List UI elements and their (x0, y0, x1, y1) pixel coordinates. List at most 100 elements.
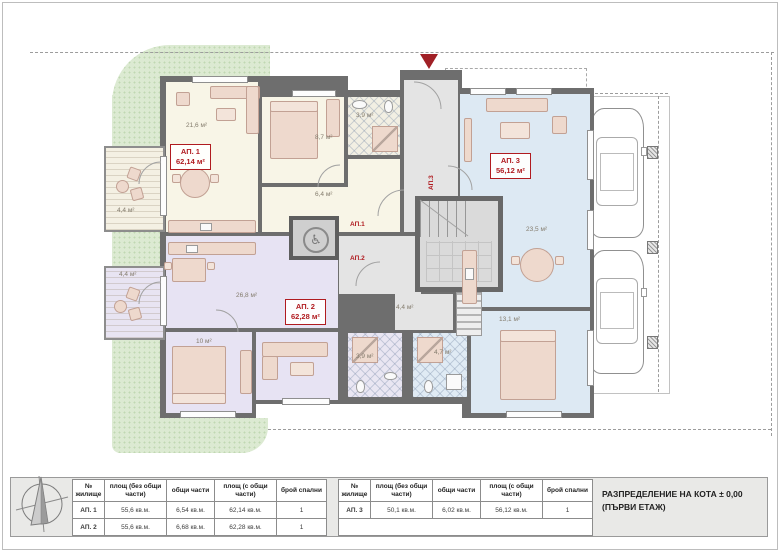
cell-area-net: 50,1 кв.м. (370, 501, 433, 519)
furniture-sofa (246, 86, 259, 134)
terrace-door (160, 156, 167, 216)
furniture-tv-unit (464, 118, 472, 162)
apartment-area: 56,12 м² (496, 166, 525, 176)
furniture-pillow (500, 330, 556, 342)
elevator-shaft: ♿ (289, 216, 339, 260)
room-area-label: 4,7 м² (434, 349, 452, 356)
furniture-pillow (270, 101, 318, 112)
apartment-name: АП. 2 (295, 302, 315, 311)
property-line-bottom (268, 429, 771, 430)
car-mirror (641, 147, 647, 157)
window (587, 330, 594, 386)
window (180, 411, 236, 418)
col-header: № жилище (338, 479, 371, 502)
room-area-label: 23,5 м² (526, 226, 548, 233)
sheet-title-line1: РАЗПРЕДЕЛЕНИЕ НА КОТА ± 0,00 (602, 489, 743, 499)
table-row: АП. 2 55,6 кв.м. 6,68 кв.м. 62,28 кв.м. … (72, 518, 327, 536)
col-header: брой спални (276, 479, 327, 502)
apartment-label-ap2: АП. 2 62,28 м² (285, 299, 326, 326)
col-header: площ (с общи части) (480, 479, 543, 502)
apartment-name: АП. 1 (180, 147, 200, 156)
cell-common: 6,54 кв.м. (166, 501, 215, 519)
cell-empty (338, 518, 593, 536)
cell-common: 6,68 кв.м. (166, 518, 215, 536)
furniture-coffee-table (290, 362, 314, 376)
car-roof (600, 152, 634, 191)
table-row-empty (338, 518, 593, 536)
room-ap3-hall (395, 294, 453, 330)
apartment-name: АП. 3 (500, 156, 520, 165)
green-area-left (112, 95, 164, 415)
room-area-label: 8,7 м² (315, 134, 333, 141)
furniture-chair (207, 262, 215, 270)
col-header: площ (без общи части) (370, 479, 433, 502)
furniture-sofa (262, 356, 278, 380)
window (292, 90, 336, 97)
furniture-sofa (486, 98, 548, 112)
car-roof (600, 292, 634, 330)
terrace-door (160, 276, 167, 326)
room-area-label: 10 м² (196, 338, 212, 345)
summary-table-right: № жилище площ (без общи части) общи част… (338, 479, 593, 536)
col-header: общи части (432, 479, 481, 502)
cell-area-gross: 62,28 кв.м. (214, 518, 277, 536)
exterior-cutout (256, 404, 462, 418)
parking-dashed-line (658, 96, 659, 392)
toilet (424, 380, 433, 393)
furniture-patio-table (114, 300, 127, 313)
toilet (356, 380, 365, 393)
furniture-kitchen-counter (168, 242, 256, 255)
apartment-label-ap1: АП. 1 62,14 м² (170, 144, 211, 171)
room-area-label: 3,9 м² (356, 353, 374, 360)
door-label-ap1: АП.1 (350, 221, 365, 228)
furniture-pillow (172, 393, 226, 404)
window (587, 210, 594, 250)
furniture-kitchen-counter (168, 220, 256, 233)
col-header: площ (без общи части) (104, 479, 167, 502)
col-header: общи части (166, 479, 215, 502)
shower (417, 337, 443, 363)
stair-core (415, 196, 503, 292)
apartment-area: 62,28 м² (291, 312, 320, 322)
furniture-patio-table (116, 180, 129, 193)
car-cabin (596, 277, 638, 344)
property-line-top (30, 52, 774, 53)
sheet-title: РАЗПРЕДЕЛЕНИЕ НА КОТА ± 0,00 (ПЪРВИ ЕТАЖ… (602, 488, 767, 514)
table-row: АП. 3 50,1 кв.м. 6,02 кв.м. 56,12 кв.м. … (338, 501, 593, 519)
cell-bedrooms: 1 (276, 501, 327, 519)
entrance-marker-icon (420, 54, 438, 69)
sink (352, 100, 367, 109)
property-line-right (771, 52, 772, 436)
cell-apartment: АП. 1 (72, 501, 105, 519)
stair-steps (420, 201, 470, 238)
furniture-armchair (552, 116, 567, 134)
room-ap1-corridor (348, 159, 400, 187)
window (470, 88, 506, 95)
stair-dashed-grid (426, 240, 492, 282)
furniture-chair (172, 174, 181, 183)
structural-column (647, 146, 658, 159)
sheet-title-line2: (ПЪРВИ ЕТАЖ) (602, 501, 666, 512)
furniture-dining-table (520, 248, 554, 282)
cell-apartment: АП. 3 (338, 501, 371, 519)
structural-column (647, 241, 658, 254)
window (587, 130, 594, 180)
col-header: площ (с общи части) (214, 479, 277, 502)
car-mirror (641, 287, 647, 297)
furniture-coffee-table (216, 108, 236, 121)
cell-common: 6,02 кв.м. (432, 501, 481, 519)
roof-projection-line (585, 93, 668, 94)
col-header: № жилище (72, 479, 105, 502)
window (282, 398, 330, 405)
apartment-area: 62,14 м² (176, 157, 205, 167)
car-top-view (587, 250, 647, 374)
washing-machine (446, 374, 462, 390)
furniture-chair (210, 174, 219, 183)
kitchen-sink (186, 245, 198, 253)
door-label-ap3: АП.3 (428, 175, 435, 190)
shower (372, 126, 398, 152)
cell-area-gross: 56,12 кв.м. (480, 501, 543, 519)
cell-area-gross: 62,14 кв.м. (214, 501, 277, 519)
window (516, 88, 552, 95)
